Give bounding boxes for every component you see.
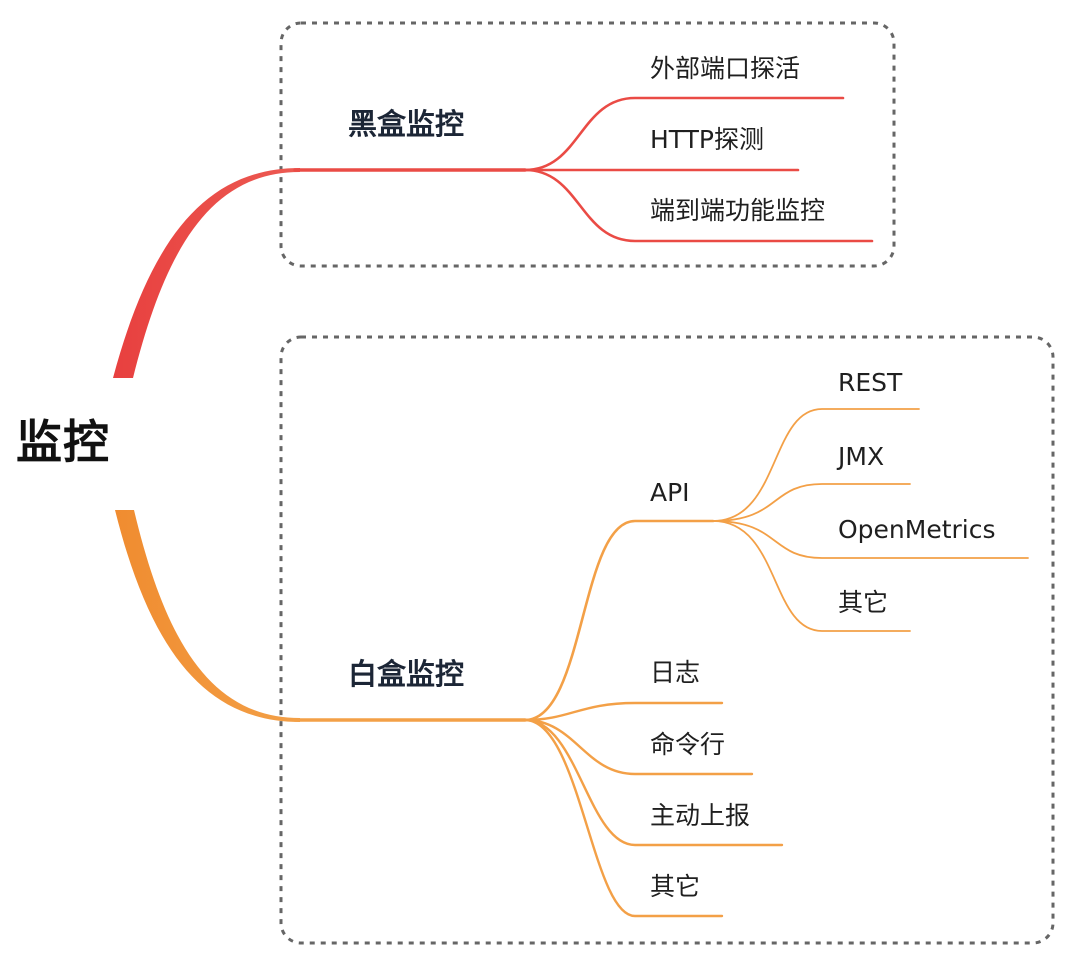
root-to-black-box-connector bbox=[113, 168, 300, 378]
e2e-monitor-label: 端到端功能监控 bbox=[650, 196, 826, 225]
edge-to-port-probe bbox=[523, 96, 845, 172]
edge-to-e2e-monitor bbox=[523, 168, 874, 243]
api-other-label: 其它 bbox=[838, 588, 889, 617]
api-label: API bbox=[650, 478, 690, 507]
push-label: 主动上报 bbox=[650, 801, 751, 830]
logs-label: 日志 bbox=[650, 658, 701, 687]
edge-to-rest bbox=[712, 408, 920, 522]
edge-to-push bbox=[523, 718, 784, 847]
white-box-branch-lines bbox=[293, 519, 784, 918]
edge-to-openmetrics bbox=[712, 520, 1029, 559]
http-probe-label: HTTP探测 bbox=[650, 125, 764, 154]
edge-to-api bbox=[523, 519, 715, 722]
cli-label: 命令行 bbox=[650, 730, 726, 759]
edge-to-white-other bbox=[523, 718, 724, 918]
api-branch-lines bbox=[712, 408, 1029, 632]
edge-to-logs bbox=[523, 701, 724, 722]
edge-to-api-other bbox=[712, 520, 911, 632]
port-probe-label: 外部端口探活 bbox=[650, 54, 801, 83]
root-label: 监控 bbox=[16, 415, 110, 469]
edge-to-jmx bbox=[712, 483, 911, 522]
black-box-label: 黑盒监控 bbox=[348, 107, 465, 141]
edge-to-cli bbox=[523, 718, 754, 776]
root-to-white-box-connector bbox=[115, 510, 300, 722]
white-other-label: 其它 bbox=[650, 872, 701, 901]
jmx-label: JMX bbox=[838, 442, 885, 471]
rest-label: REST bbox=[838, 368, 903, 397]
black-box-branch-lines bbox=[293, 96, 874, 243]
white-box-label: 白盒监控 bbox=[348, 657, 465, 691]
black-box-group-frame bbox=[279, 21, 896, 268]
openmetrics-label: OpenMetrics bbox=[838, 515, 996, 544]
white-box-group-frame bbox=[279, 335, 1055, 945]
